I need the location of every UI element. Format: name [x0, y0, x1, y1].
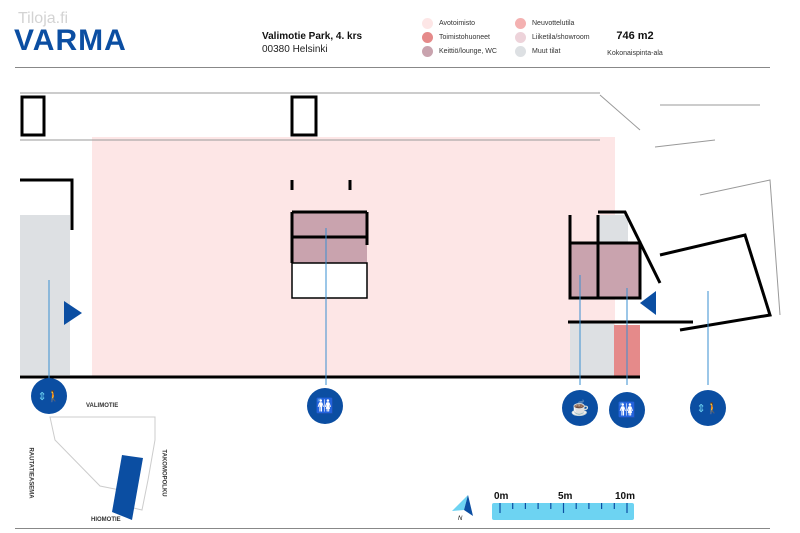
coffee-icon: ☕ — [570, 400, 590, 417]
restroom-icon: 🚻 — [617, 402, 637, 419]
compass-icon — [452, 495, 473, 516]
address-title: Valimotie Park, 4. krs — [262, 31, 363, 42]
legend-label: Liiketila/showroom — [532, 33, 590, 41]
elevator-icon: ⇕🚶 — [37, 390, 61, 403]
elevator-pin[interactable]: ⇕🚶 — [690, 390, 726, 426]
scale-label-5: 5m — [558, 491, 573, 502]
legend-swatch — [422, 45, 433, 57]
street-south: HIOMOTIE — [91, 517, 121, 523]
restroom-pin[interactable]: 🚻 — [609, 392, 645, 428]
restroom-pin[interactable]: 🚻 — [307, 388, 343, 424]
legend-swatch — [422, 31, 433, 43]
building-highlight — [112, 455, 143, 520]
legend-swatch — [515, 45, 526, 57]
scale-bar — [492, 503, 634, 520]
floor-plan — [20, 92, 781, 385]
legend-item: Liiketila/showroom — [515, 30, 590, 44]
legend-label: Muut tilat — [532, 47, 561, 55]
stair-area — [20, 215, 70, 375]
legend-item: Keittiö/lounge, WC — [422, 44, 497, 58]
elevator-pin[interactable]: ⇕🚶 — [31, 378, 67, 414]
street-west: RAUTATIEASEMA — [27, 447, 34, 499]
area-label: Kokonaispinta-ala — [607, 50, 663, 57]
header-divider — [15, 67, 770, 68]
area-value: 746 m2 — [616, 30, 654, 42]
legend-item: Avotoimisto — [422, 16, 497, 30]
restroom-icon: 🚻 — [315, 398, 335, 415]
street-east: TAKOMOPOLKU — [160, 449, 167, 497]
legend-label: Neuvottelutila — [532, 19, 575, 27]
entrance-arrow-west — [64, 301, 82, 325]
total-area: 746 m2 Kokonaispinta-ala — [600, 30, 670, 60]
scale-label-10: 10m — [615, 491, 636, 502]
footer-divider — [15, 528, 770, 529]
entrance-arrow-east — [640, 291, 656, 315]
legend-label: Avotoimisto — [439, 19, 476, 27]
legend-col-2: Neuvottelutila Liiketila/showroom Muut t… — [515, 16, 590, 58]
kitchen-east — [570, 243, 640, 298]
kitchen-pin[interactable]: ☕ — [562, 390, 598, 426]
scale-label-0: 0m — [494, 491, 509, 502]
legend-item: Neuvottelutila — [515, 16, 590, 30]
legend-col-1: Avotoimisto Toimistohuoneet Keittiö/loun… — [422, 16, 497, 58]
legend-swatch — [515, 17, 526, 29]
elevator-icon: ⇕🚶 — [696, 402, 720, 415]
address-city: 00380 Helsinki — [262, 44, 328, 55]
legend-swatch — [422, 17, 433, 29]
street-north: VALIMOTIE — [86, 403, 119, 409]
compass-label: N — [458, 516, 463, 522]
watermark: Tiloja.fi — [18, 10, 69, 27]
varma-logo: VARMA — [14, 24, 127, 57]
legend-item: Muut tilat — [515, 44, 590, 58]
legend-label: Toimistohuoneet — [439, 33, 490, 41]
legend-item: Toimistohuoneet — [422, 30, 497, 44]
site-map — [49, 416, 156, 520]
legend-label: Keittiö/lounge, WC — [439, 47, 497, 55]
legend-swatch — [515, 31, 526, 43]
